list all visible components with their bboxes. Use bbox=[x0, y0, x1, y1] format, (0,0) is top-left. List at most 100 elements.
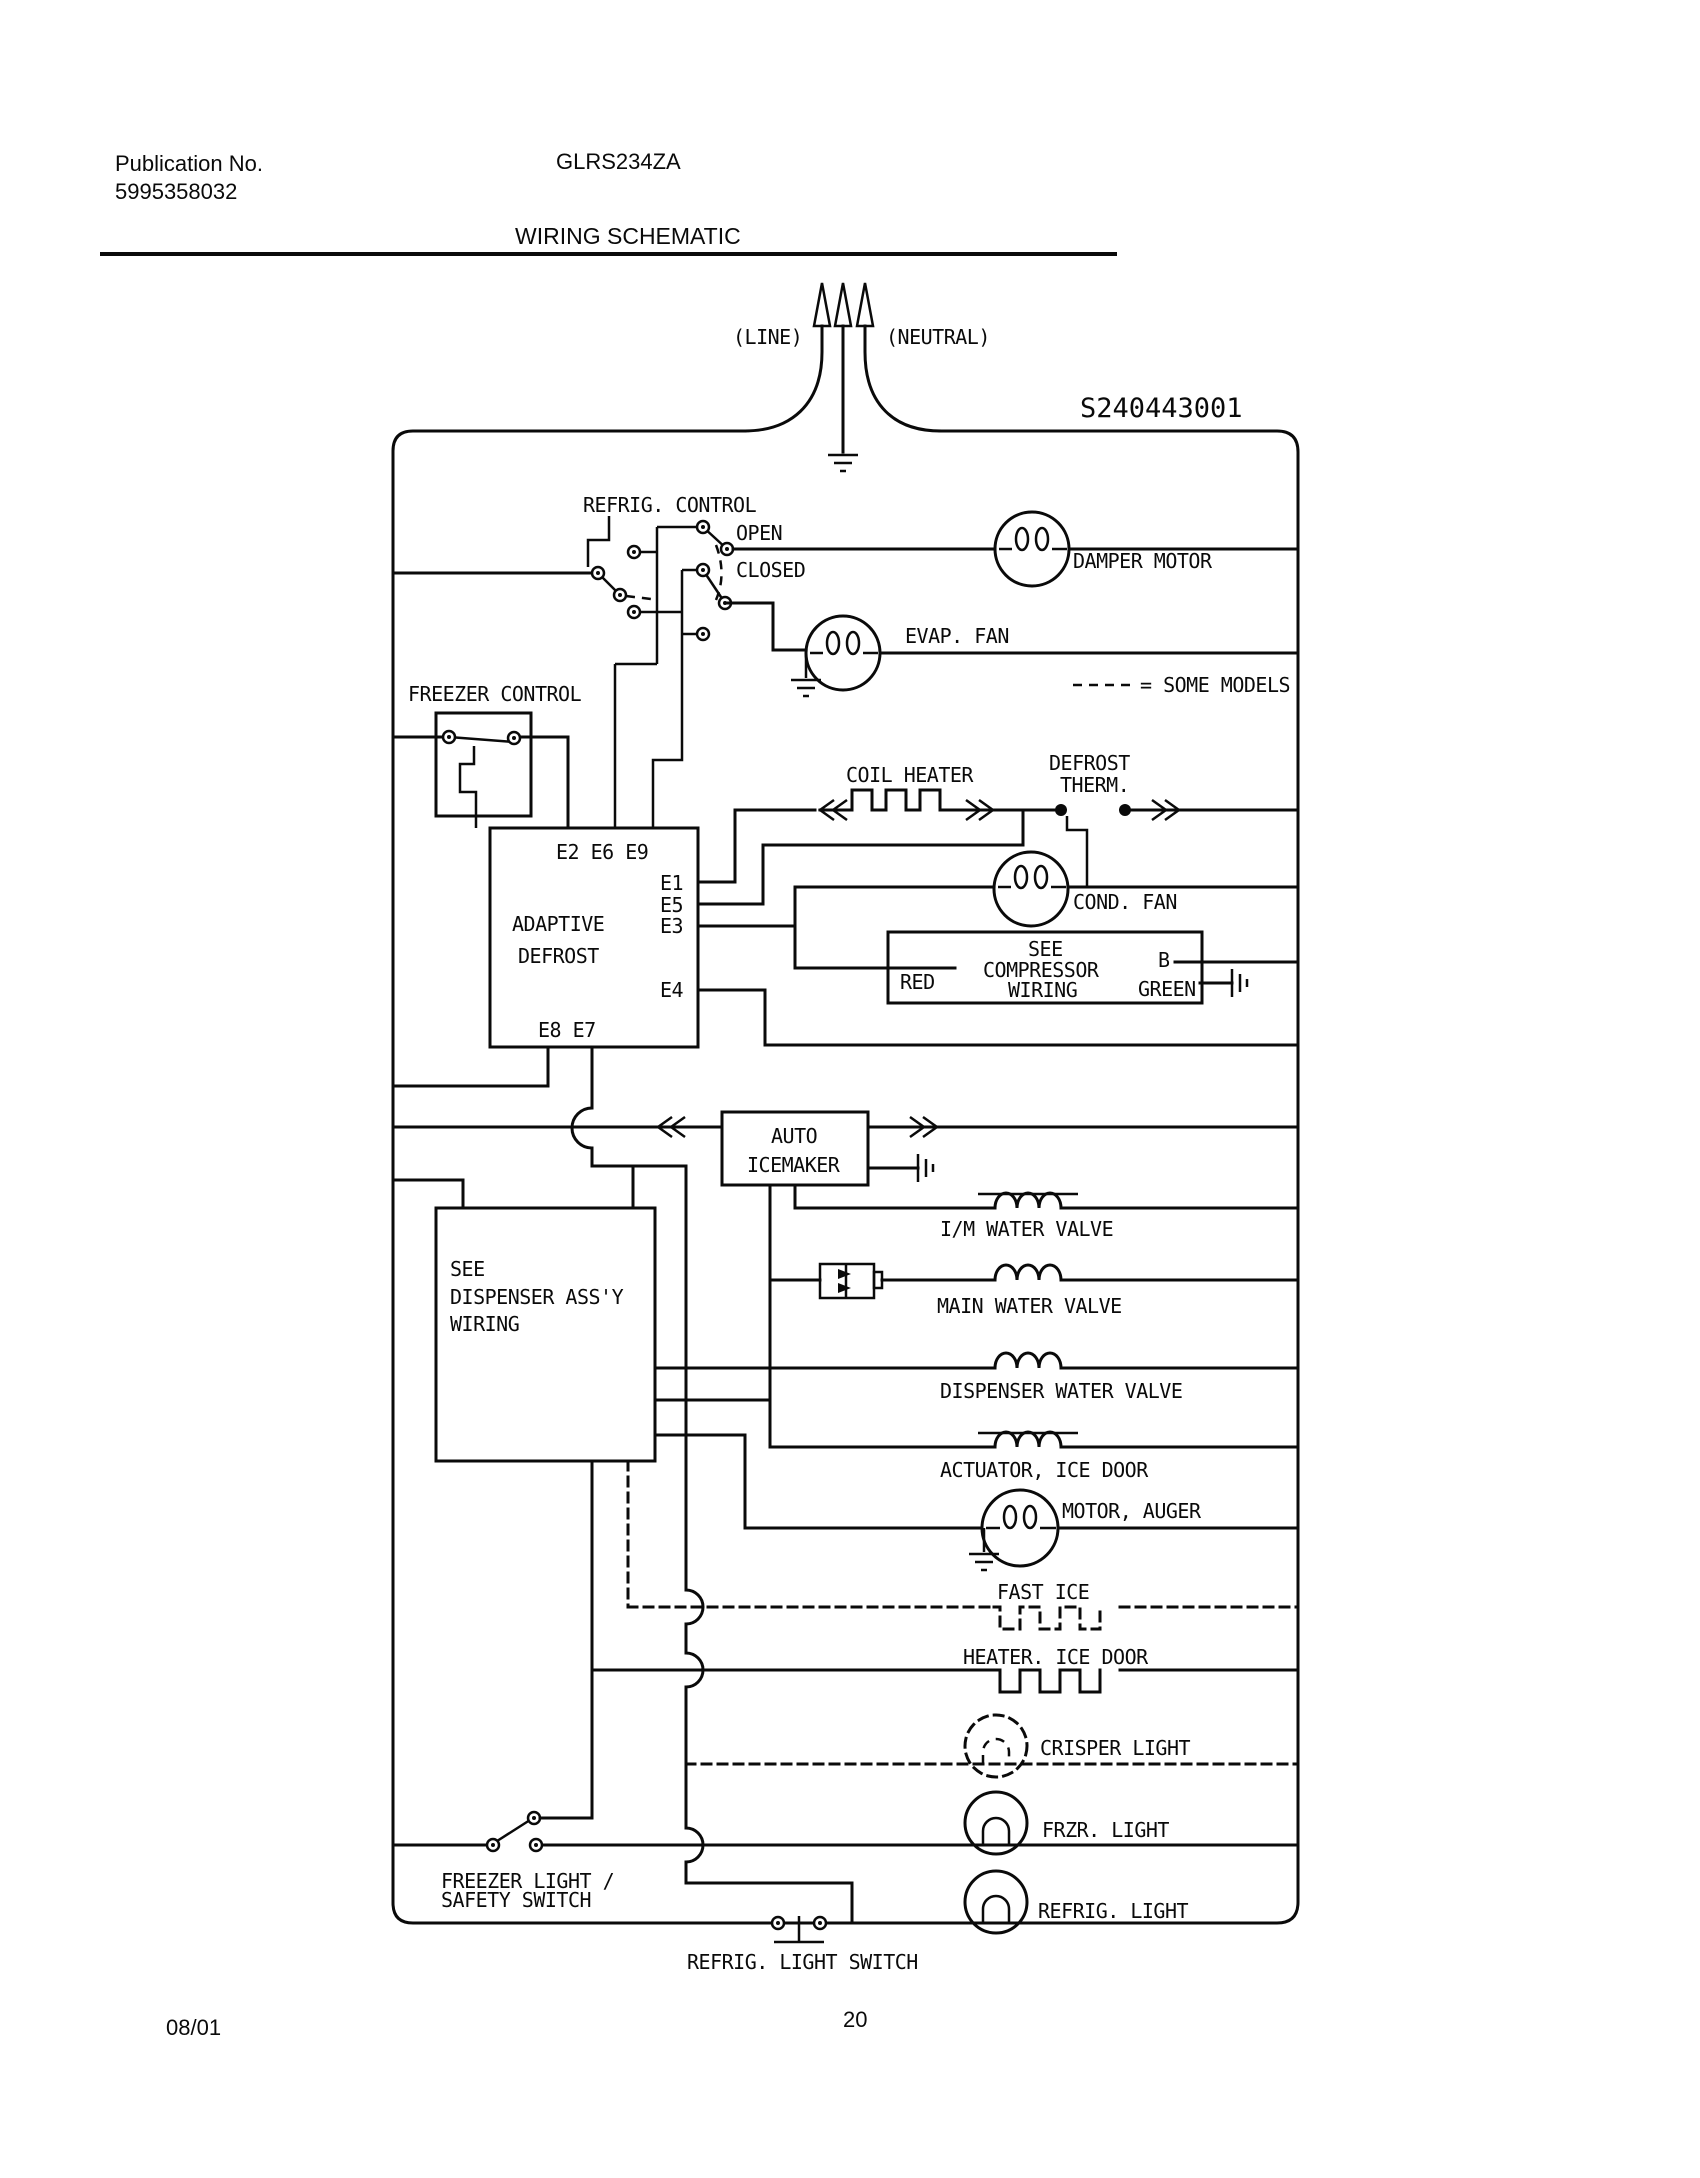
line-prong-icon bbox=[812, 282, 832, 328]
crisper-light: CRISPER LIGHT bbox=[684, 1713, 1300, 1779]
frzr-light-label: FRZR. LIGHT bbox=[1042, 1818, 1169, 1842]
e1-label: E1 bbox=[660, 871, 683, 895]
solenoid-coil-icon bbox=[993, 1351, 1063, 1370]
connector-icon bbox=[909, 1115, 940, 1139]
heater-element-icon bbox=[992, 1668, 1102, 1694]
heater-element-icon bbox=[992, 1605, 1102, 1631]
evap-fan: EVAP. FAN bbox=[723, 601, 1300, 698]
refrig-control: REFRIG. CONTROL OPEN bbox=[391, 493, 806, 828]
ground-prong-icon bbox=[833, 282, 853, 328]
cond-fan-icon bbox=[992, 850, 1070, 928]
coil-heater-defrost-therm: COIL HEATER DEFROST THERM. bbox=[696, 751, 1300, 906]
footer-page-number: 20 bbox=[843, 2007, 868, 2032]
icemaker-label2: ICEMAKER bbox=[747, 1153, 841, 1177]
dispenser-box-label3: WIRING bbox=[450, 1312, 519, 1336]
chassis-ground-icon bbox=[1230, 969, 1249, 997]
terminals-top-label: E2 E6 E9 bbox=[556, 840, 648, 864]
model-number: GLRS234ZA bbox=[556, 149, 681, 174]
neutral-label: (NEUTRAL) bbox=[886, 325, 990, 349]
earth-ground-icon bbox=[969, 1552, 999, 1572]
refrig-light-icon bbox=[963, 1869, 1029, 1935]
compressor-label: COMPRESSOR bbox=[983, 958, 1100, 982]
dispenser-box-label2: DISPENSER ASS'Y bbox=[450, 1285, 624, 1309]
defrost-therm-label1: DEFROST bbox=[1049, 751, 1130, 775]
damper-motor-label: DAMPER MOTOR bbox=[1073, 549, 1213, 573]
compressor-see-label: SEE bbox=[1028, 937, 1063, 961]
publication-block: Publication No. 5995358032 bbox=[115, 150, 263, 206]
earth-ground-icon bbox=[828, 453, 858, 473]
e5-label: E5 bbox=[660, 893, 683, 917]
switch-coupling-icon bbox=[714, 544, 723, 601]
crisper-light-label: CRISPER LIGHT bbox=[1040, 1736, 1190, 1760]
thermostat-icon bbox=[458, 746, 478, 828]
compressor-wiring-label: WIRING bbox=[1008, 978, 1077, 1002]
auto-icemaker: AUTO ICEMAKER bbox=[391, 1110, 1300, 1187]
cond-fan: COND. FAN bbox=[696, 850, 1300, 970]
actuator-ice-door-label: ACTUATOR, ICE DOOR bbox=[940, 1458, 1149, 1482]
compressor-box: SEE COMPRESSOR WIRING RED B GREEN bbox=[793, 930, 1300, 1005]
part-number: S240443001 bbox=[1080, 393, 1243, 424]
freezer-light-circuit: FREEZER LIGHT / SAFETY SWITCH FRZR. LIGH… bbox=[391, 1459, 1300, 1912]
freezer-control-label: FREEZER CONTROL bbox=[408, 682, 582, 706]
page-title: WIRING SCHEMATIC bbox=[515, 223, 741, 249]
defrost-therm-label2: THERM. bbox=[1060, 773, 1129, 797]
dispenser-box-label1: SEE bbox=[450, 1257, 485, 1281]
coil-heater-element-icon bbox=[818, 788, 1057, 812]
actuator-ice-door: ACTUATOR, ICE DOOR bbox=[653, 1398, 1300, 1482]
heater-ice-door-label: HEATER. ICE DOOR bbox=[963, 1645, 1149, 1669]
switch-terminals bbox=[590, 519, 735, 642]
closed-label: CLOSED bbox=[736, 558, 805, 582]
adaptive-defrost-board: E2 E6 E9 ADAPTIVE DEFROST E1 E5 E3 E4 E8… bbox=[488, 826, 700, 1049]
header-rule bbox=[100, 252, 1117, 256]
legend-text: = SOME MODELS bbox=[1140, 673, 1290, 697]
fast-ice-label: FAST ICE bbox=[997, 1580, 1089, 1604]
red-wire-label: RED bbox=[900, 970, 935, 994]
connector-icon bbox=[965, 798, 996, 822]
motor-auger-label: MOTOR, AUGER bbox=[1062, 1499, 1202, 1523]
power-plug: (LINE) (NEUTRAL) S240443001 bbox=[733, 282, 1243, 473]
coil-heater-label: COIL HEATER bbox=[846, 763, 974, 787]
refrig-light-label: REFRIG. LIGHT bbox=[1038, 1899, 1188, 1923]
dispenser-water-valve: DISPENSER WATER VALVE bbox=[653, 1351, 1300, 1403]
push-switch-icon bbox=[774, 1916, 824, 1944]
crisper-light-icon bbox=[963, 1713, 1029, 1779]
freezer-control: FREEZER CONTROL bbox=[391, 682, 582, 830]
heater-ice-door: HEATER. ICE DOOR bbox=[590, 1645, 1300, 1694]
damper-motor: DAMPER MOTOR bbox=[731, 510, 1300, 588]
e3-label: E3 bbox=[660, 914, 683, 938]
cond-fan-label: COND. FAN bbox=[1073, 890, 1177, 914]
evap-fan-label: EVAP. FAN bbox=[905, 624, 1009, 648]
safety-switch-label1: FREEZER LIGHT / bbox=[441, 1869, 614, 1893]
defrost-label: DEFROST bbox=[518, 944, 599, 968]
refrig-light-switch-label: REFRIG. LIGHT SWITCH bbox=[687, 1950, 918, 1974]
motor-auger: MOTOR, AUGER bbox=[653, 1433, 1300, 1572]
safety-switch-label2: SAFETY SWITCH bbox=[441, 1888, 591, 1912]
wire-hop-icon bbox=[684, 1588, 705, 1626]
publication-label: Publication No. bbox=[115, 151, 263, 176]
e4-label: E4 bbox=[660, 978, 684, 1002]
defrost-therm-icon bbox=[1065, 816, 1089, 887]
main-water-valve-label: MAIN WATER VALVE bbox=[937, 1294, 1122, 1318]
im-water-valve-label: I/M WATER VALVE bbox=[940, 1217, 1113, 1241]
fast-ice: FAST ICE bbox=[626, 1459, 1300, 1631]
b-wire-label: B bbox=[1158, 948, 1170, 972]
damper-motor-icon bbox=[993, 510, 1071, 588]
publication-number: 5995358032 bbox=[115, 179, 238, 204]
line-label: (LINE) bbox=[733, 325, 802, 349]
open-label: OPEN bbox=[736, 521, 782, 545]
im-water-valve: I/M WATER VALVE bbox=[793, 1183, 1300, 1241]
dispenser-water-valve-label: DISPENSER WATER VALVE bbox=[940, 1379, 1182, 1403]
legend-some-models: = SOME MODELS bbox=[1073, 673, 1291, 697]
e4-rail bbox=[696, 988, 1300, 1047]
earth-ground-icon bbox=[791, 678, 821, 698]
refrig-control-label: REFRIG. CONTROL bbox=[583, 493, 757, 517]
footer-date: 08/01 bbox=[166, 2015, 222, 2040]
dispenser-assy-box: SEE DISPENSER ASS'Y WIRING bbox=[434, 1206, 657, 1463]
motor-auger-icon bbox=[980, 1488, 1060, 1568]
main-water-valve: MAIN WATER VALVE bbox=[768, 1183, 1300, 1449]
green-wire-label: GREEN bbox=[1138, 977, 1196, 1001]
adaptive-label: ADAPTIVE bbox=[512, 912, 604, 936]
frzr-light-icon bbox=[963, 1790, 1029, 1856]
